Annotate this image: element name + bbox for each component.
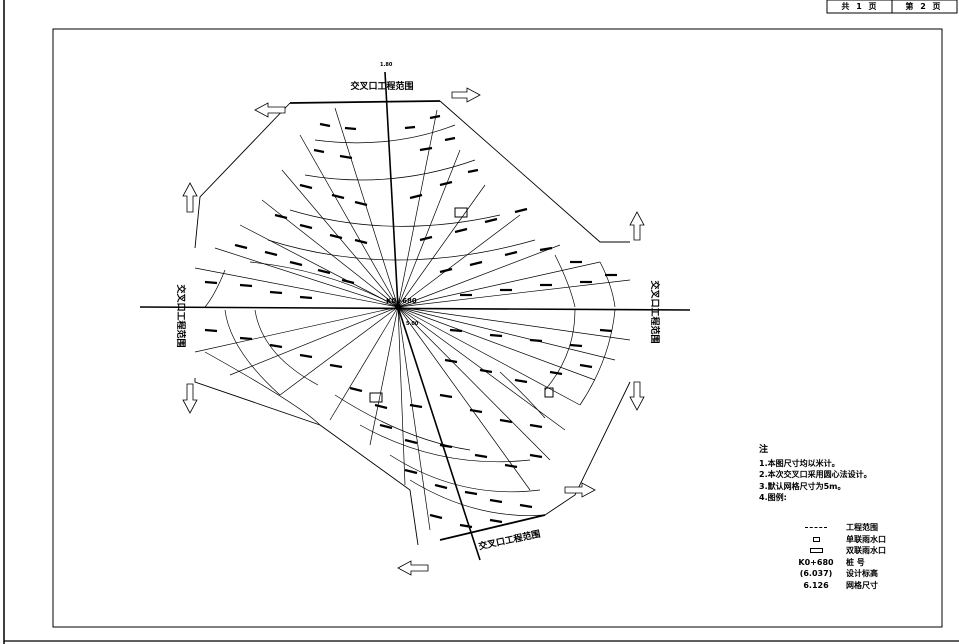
page-current: 第 2 页 [905, 2, 943, 11]
arrow-north-left [254, 102, 286, 118]
note-item-3: 3.默认网格尺寸为5m。 [759, 481, 846, 491]
boundary-label-south: 交叉口工程范围 [477, 528, 541, 553]
boundary-sw-top [194, 378, 321, 426]
legend-station-symbol: K0+680 [798, 557, 834, 567]
notes-title: 注 [759, 445, 769, 455]
note-item-2: 2.本次交叉口采用圆心法设计。 [759, 470, 872, 479]
drawing-frame [52, 28, 943, 628]
north-end-elevation: 1.80 [380, 62, 393, 68]
boundary-label-east: 交叉口工程范围 [649, 280, 661, 343]
legend-row-elevation: (6.037) 设计标高 [790, 568, 940, 580]
arrow-west-top [182, 182, 198, 213]
page-total: 共 1 页 [841, 2, 879, 11]
legend: 工程范围 单联雨水口 双联雨水口 K0+680 桩 号 (6.037) 设计标高… [790, 522, 940, 591]
legend-boundary-label: 工程范围 [846, 523, 878, 532]
grid-arcs [204, 124, 616, 516]
legend-boundary-symbol [790, 522, 842, 534]
arrow-west-bottom [182, 383, 198, 414]
boundary-label-west: 交叉口工程范围 [175, 284, 187, 347]
legend-row-station: K0+680 桩 号 [790, 557, 940, 569]
single-inlet-se [544, 387, 554, 398]
boundary-sw [319, 424, 419, 546]
grid-dimension-ticks [204, 114, 617, 529]
legend-single-inlet-symbol [790, 534, 842, 546]
boundary-label-north: 交叉口工程范围 [350, 80, 413, 92]
note-item-4: 4.图例: [759, 493, 787, 502]
legend-grid-symbol: 6.126 [803, 580, 829, 590]
legend-grid-label: 网格尺寸 [846, 580, 878, 590]
note-item-1: 1.本图尺寸均以米计。 [759, 458, 840, 468]
arrow-north-right [451, 87, 481, 103]
arrow-south-left [397, 560, 429, 576]
intersection-center-point [395, 304, 401, 310]
east-west-centerline [139, 306, 691, 311]
grid-size-sample: 5.00 [406, 321, 419, 327]
legend-row-double-inlet: 双联雨水口 [790, 545, 940, 557]
boundary-ne [439, 100, 630, 243]
legend-elevation-label: 设计标高 [846, 569, 878, 578]
double-inlet-ne [454, 207, 468, 218]
legend-elevation-symbol: (6.037) [799, 569, 833, 578]
center-station-label: K0+680 [386, 297, 417, 305]
double-inlet-sw [369, 392, 383, 403]
north-centerline [384, 71, 399, 308]
legend-double-inlet-symbol [790, 545, 842, 557]
grid-rays-north-east [397, 109, 631, 308]
arrow-east-top [629, 211, 645, 241]
legend-row-boundary: 工程范围 [790, 522, 940, 534]
arrow-south-right [564, 482, 596, 498]
legend-station-label: 桩 号 [846, 557, 865, 567]
boundary-se [544, 381, 631, 516]
grid-rays-north-west [194, 107, 399, 308]
notes-block: 注 1.本图尺寸均以米计。 2.本次交叉口采用圆心法设计。 3.默认网格尺寸为5… [759, 445, 929, 504]
legend-double-inlet-label: 双联雨水口 [846, 546, 886, 555]
legend-row-single-inlet: 单联雨水口 [790, 534, 940, 546]
north-road-edge [289, 100, 441, 104]
grid-rays-south-west [194, 306, 431, 531]
boundary-nw [194, 102, 291, 249]
road-arrows [182, 87, 645, 576]
legend-row-grid: 6.126 网格尺寸 [790, 580, 940, 592]
grid-rays-south-east [397, 306, 631, 491]
legend-single-inlet-label: 单联雨水口 [846, 534, 886, 544]
south-centerline [397, 306, 481, 561]
south-road-edge [439, 514, 546, 541]
arrow-east-bottom [629, 381, 645, 411]
